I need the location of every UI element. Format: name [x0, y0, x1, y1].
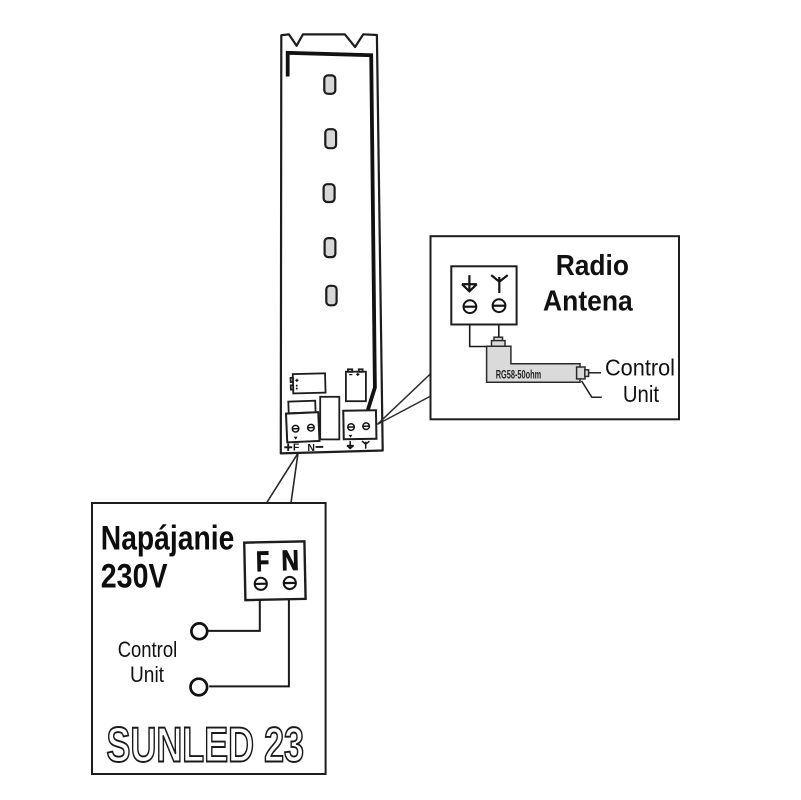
svg-text:N: N [307, 443, 315, 454]
svg-text:RG58-50ohm: RG58-50ohm [496, 367, 542, 381]
svg-text:230V: 230V [101, 557, 168, 595]
svg-text:Unit: Unit [623, 381, 660, 407]
svg-text:Unit: Unit [130, 662, 164, 687]
svg-text:Radio: Radio [556, 250, 629, 282]
svg-text:Antena: Antena [543, 285, 634, 317]
svg-text:Napájanie: Napájanie [101, 520, 235, 558]
svg-text:F: F [256, 546, 270, 578]
svg-text:Control: Control [118, 637, 178, 662]
svg-text:SUNLED 23: SUNLED 23 [107, 718, 305, 772]
svg-text:Control: Control [605, 355, 675, 381]
svg-text:N: N [281, 545, 299, 577]
svg-text:F: F [293, 443, 299, 454]
